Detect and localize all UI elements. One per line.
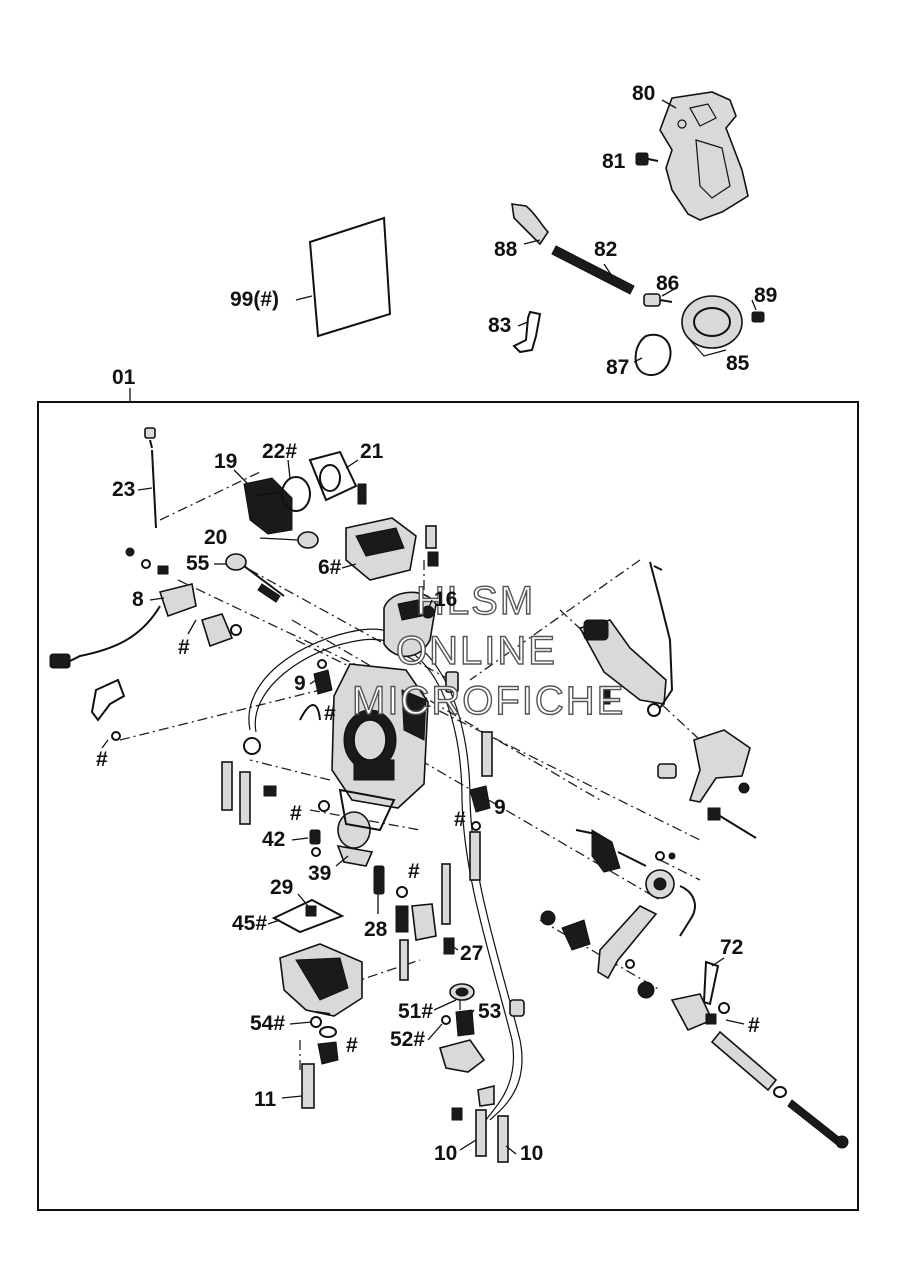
callout-72[interactable]: 72 [720, 936, 743, 959]
part-9-left-jet[interactable] [313, 659, 333, 695]
part-11-drain-tube[interactable] [301, 1063, 315, 1109]
part-cable-bracket[interactable] [578, 561, 674, 717]
callout-11[interactable]: 11 [254, 1088, 277, 1111]
part-88-elbow-hose[interactable] [511, 203, 550, 246]
part-9-right-jet[interactable] [469, 785, 491, 831]
throttle-cable[interactable] [248, 628, 523, 1121]
part-body-tubes[interactable] [299, 671, 493, 777]
part-45-float-bowl-gasket[interactable] [271, 898, 345, 934]
part-throttle-shaft[interactable] [710, 1030, 849, 1149]
callout-9-left[interactable]: 9 [294, 672, 306, 695]
callout-85[interactable]: 85 [726, 352, 750, 375]
callout-82[interactable]: 82 [594, 238, 617, 261]
part-accelerator-pump-cover[interactable] [438, 1039, 486, 1073]
part-72-pin[interactable] [670, 960, 730, 1032]
callout-29[interactable]: 29 [270, 876, 293, 899]
part-float-bowl[interactable] [279, 943, 363, 1017]
part-28-screw[interactable] [373, 865, 409, 933]
callout-83[interactable]: 83 [488, 314, 511, 337]
part-55-adjust-screw[interactable] [225, 553, 285, 603]
callout-16[interactable]: 16 [434, 588, 457, 611]
leader-lines [101, 99, 757, 1155]
callout-22[interactable]: 22# [262, 440, 297, 463]
callout-42-note[interactable]: # [290, 802, 302, 825]
part-81-screw[interactable] [635, 152, 659, 166]
callout-clip-note[interactable]: # [96, 748, 108, 771]
part-sensor-clip[interactable] [90, 678, 126, 741]
part-jet-bracket[interactable] [411, 903, 437, 941]
callout-99[interactable]: 99(#) [230, 288, 279, 311]
callout-10-right[interactable]: 10 [520, 1142, 543, 1165]
part-89-screw[interactable] [751, 311, 765, 323]
part-21-gasket[interactable] [308, 450, 358, 502]
callout-54-note[interactable]: # [346, 1034, 358, 1057]
callout-86[interactable]: 86 [656, 272, 679, 295]
part-54-bowl-plug[interactable] [310, 1016, 339, 1065]
part-51-diaphragm[interactable] [449, 983, 475, 1001]
callout-51[interactable]: 51# [398, 1000, 433, 1023]
callout-81[interactable]: 81 [602, 150, 626, 173]
callout-88[interactable]: 88 [494, 238, 518, 261]
callout-28[interactable]: 28 [364, 918, 388, 941]
part-throttle-pulley[interactable] [645, 869, 696, 937]
watermark: HLSM ONLINE MICROFICHE [351, 578, 625, 723]
callout-8-note[interactable]: # [178, 636, 190, 659]
callout-9-right[interactable]: 9 [494, 796, 506, 819]
part-85-housing[interactable] [681, 295, 743, 357]
part-6-top-cover[interactable] [345, 483, 439, 581]
assembly-frame [37, 401, 859, 1211]
part-87-o-ring[interactable] [634, 333, 672, 376]
part-86-fitting[interactable] [643, 293, 673, 307]
callout-80[interactable]: 80 [632, 82, 655, 105]
watermark-line-1: HLSM [416, 579, 535, 623]
part-80-throttle-cover[interactable] [659, 91, 749, 221]
callout-27[interactable]: 27 [460, 942, 483, 965]
part-42-screw[interactable] [309, 800, 330, 857]
callout-45[interactable]: 45# [232, 912, 267, 935]
callout-6[interactable]: 6# [318, 556, 342, 579]
part-22-o-ring[interactable] [281, 476, 311, 512]
part-27-needle-jet[interactable] [399, 863, 455, 981]
carburetor-body[interactable] [331, 663, 429, 832]
part-long-vent-tube[interactable] [469, 831, 481, 881]
watermark-line-2: ONLINE [396, 629, 557, 673]
callout-28-note[interactable]: # [408, 860, 420, 883]
callout-9-right-note[interactable]: # [454, 808, 466, 831]
callout-54[interactable]: 54# [250, 1012, 285, 1035]
part-19-mixing-body[interactable] [243, 477, 293, 535]
part-10-overflow-tubes[interactable] [451, 999, 525, 1163]
part-20-cap[interactable] [297, 531, 319, 549]
callout-55[interactable]: 55 [186, 552, 210, 575]
callout-89[interactable]: 89 [754, 284, 777, 307]
part-39-choke-plunger[interactable] [336, 811, 374, 867]
part-8-throttle-sensor[interactable] [49, 547, 242, 669]
callout-23[interactable]: 23 [112, 478, 135, 501]
callout-labels: 80 81 82 83 85 86 87 88 89 99(#) 01 23 1… [96, 82, 777, 1165]
part-16-throttle-slide[interactable] [383, 591, 437, 658]
callout-53[interactable]: 53 [478, 1000, 501, 1023]
callout-20[interactable]: 20 [204, 526, 227, 549]
part-23-needle[interactable] [144, 427, 157, 529]
callout-39[interactable]: 39 [308, 862, 331, 885]
part-throttle-lever[interactable] [657, 729, 757, 839]
part-99-instruction-sheet[interactable] [308, 216, 392, 338]
callout-42[interactable]: 42 [262, 828, 285, 851]
callout-87[interactable]: 87 [606, 356, 629, 379]
callout-9-left-note[interactable]: # [324, 702, 336, 725]
part-return-spring[interactable] [540, 905, 658, 999]
callout-19[interactable]: 19 [214, 450, 237, 473]
part-vent-tubes-left[interactable] [221, 737, 277, 825]
part-throttle-shaft-gear[interactable] [575, 829, 676, 873]
part-82-cable[interactable] [551, 245, 635, 295]
group-label-01: 01 [112, 366, 136, 389]
callout-10-left[interactable]: 10 [434, 1142, 457, 1165]
callout-72-note[interactable]: # [748, 1014, 760, 1037]
part-53-spring[interactable] [441, 1009, 475, 1037]
callout-52[interactable]: 52# [390, 1028, 425, 1051]
watermark-line-3: MICROFICHE [352, 679, 625, 723]
callout-21[interactable]: 21 [360, 440, 384, 463]
callout-8[interactable]: 8 [132, 588, 144, 611]
part-83-bracket[interactable] [512, 310, 542, 354]
